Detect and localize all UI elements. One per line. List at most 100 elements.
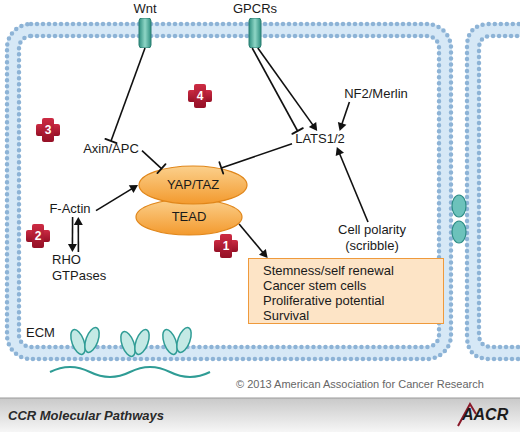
connector-line — [252, 48, 297, 131]
callout-cross — [36, 118, 60, 142]
connector-line — [96, 188, 133, 211]
connector-heads — [336, 147, 344, 156]
integrin — [82, 326, 102, 355]
node-text: Axin/APC — [80, 141, 142, 157]
node-text: LATS1/2 — [292, 131, 348, 147]
receptor-outline — [138, 18, 152, 48]
copyright-note: © 2013 American Association for Cancer R… — [236, 377, 516, 392]
outcome-box: Stemness/self renewalCancer stem cellsPr… — [248, 258, 444, 324]
node-text: Stemness/self renewal — [263, 263, 429, 278]
series-title: CCR Molecular Pathways — [8, 407, 228, 424]
protein-label: F-Actin — [44, 201, 96, 217]
membrane-band — [473, 30, 520, 353]
oval-shape — [139, 166, 247, 204]
receptor-shape — [249, 18, 261, 48]
connector-heads — [129, 185, 138, 193]
protein-label: RHO GTPases — [52, 252, 112, 284]
node-text: Survival — [263, 308, 429, 323]
connector-heads — [157, 164, 165, 173]
node-text: GPCRs — [233, 1, 277, 17]
footer-rule — [0, 398, 520, 399]
arrow-head — [338, 122, 347, 131]
footer-band — [0, 398, 520, 432]
connector-heads — [105, 139, 116, 143]
connector-line — [339, 153, 368, 223]
inhibition-bar — [105, 139, 116, 143]
arrow-head — [309, 122, 317, 131]
publisher-logo: AACR — [462, 405, 518, 425]
connector-heads — [259, 249, 268, 258]
connector-heads — [219, 162, 223, 173]
node-text: Cell polarity (scribble) — [332, 222, 412, 254]
receptor-outline — [248, 18, 262, 48]
connector — [142, 151, 166, 173]
connector-heads — [68, 244, 77, 252]
connector — [252, 48, 303, 134]
connector — [219, 144, 292, 174]
node-text: Proliferative potential — [263, 293, 429, 308]
connector-line — [142, 151, 162, 169]
node-text: Wnt — [133, 1, 156, 17]
wnt-receptor: Wnt — [138, 18, 152, 48]
junction-protein — [452, 195, 466, 217]
connector-line — [72, 217, 74, 246]
node-text: Cancer stem cells — [263, 278, 429, 293]
gpcr-receptor: GPCRs — [248, 18, 262, 48]
callout-number: 1 — [214, 238, 238, 254]
membrane-band — [13, 30, 445, 353]
inhibition-bar — [157, 164, 165, 173]
node-text: F-Actin — [44, 201, 96, 217]
membrane-lipids — [479, 36, 520, 347]
arrow-head — [129, 185, 138, 193]
protein-oval: YAP/TAZ — [138, 165, 248, 205]
receptor-shape — [139, 18, 151, 48]
inhibition-bar — [292, 128, 303, 134]
membrane-lipids — [19, 36, 439, 347]
arrow-head — [259, 249, 268, 258]
node-text: RHO GTPases — [52, 252, 112, 284]
connector — [96, 185, 138, 211]
connector — [239, 224, 268, 258]
connector-line — [221, 144, 292, 168]
arrow-head — [336, 147, 344, 156]
callout-cross — [188, 84, 212, 108]
callout-number: 3 — [36, 122, 60, 138]
integrin — [132, 328, 152, 357]
ecm-fiber — [50, 367, 210, 377]
callout-number: 2 — [26, 228, 50, 244]
callout-cross — [214, 234, 238, 258]
connector-heads — [74, 217, 83, 225]
arrow-head — [74, 217, 83, 225]
node-text: YAP/TAZ — [167, 177, 219, 193]
node-text: NF2/Merlin — [338, 86, 414, 102]
protein-label: NF2/Merlin — [338, 86, 414, 102]
junction-protein — [452, 221, 466, 243]
inhibition-bar — [219, 162, 223, 173]
region-label: ECM — [26, 324, 66, 341]
connector-line — [111, 48, 145, 141]
connector-heads — [292, 128, 303, 134]
protein-label: Axin/APC — [80, 141, 142, 157]
node-text: TEAD — [172, 209, 207, 225]
connector — [74, 217, 83, 252]
connector-heads — [309, 122, 317, 131]
connector-line — [258, 48, 314, 126]
connector-line — [342, 102, 350, 125]
connector-line — [78, 223, 80, 252]
integrin — [174, 326, 194, 355]
oval-shape — [136, 199, 242, 235]
callout-cross — [26, 224, 50, 248]
protein-label: Cell polarity (scribble) — [332, 222, 412, 254]
connector — [105, 48, 145, 143]
connector — [336, 147, 368, 222]
membrane-lipids — [467, 24, 520, 359]
connector — [258, 48, 317, 131]
connector-heads — [338, 122, 347, 131]
protein-label: LATS1/2 — [292, 131, 348, 147]
connector — [338, 102, 350, 131]
membrane-lipids — [7, 24, 451, 359]
